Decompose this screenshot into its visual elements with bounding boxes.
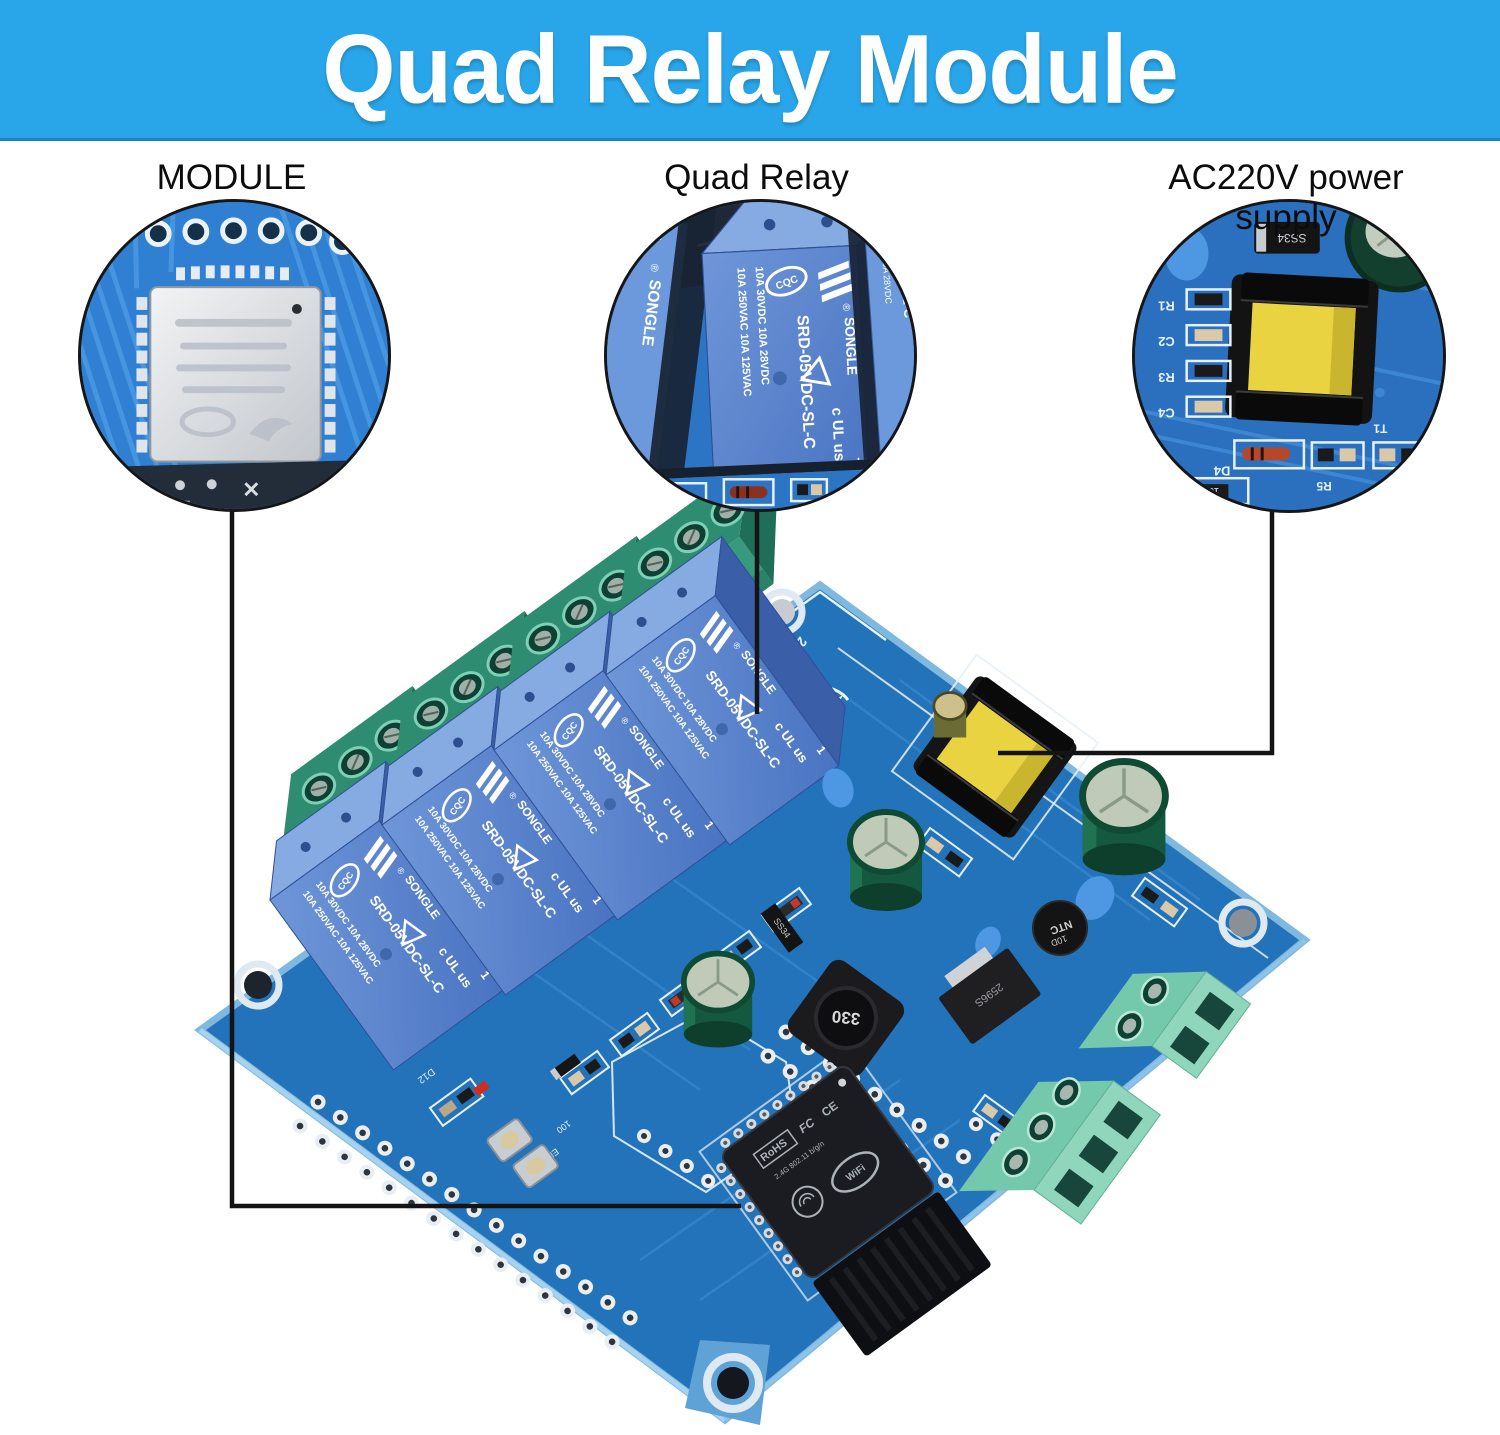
label-quad-relay: Quad Relay [664,158,849,197]
r3-label: R3 [1158,370,1175,385]
transformer [1225,272,1379,426]
cap-green-2 [1083,762,1166,876]
d4-label: D4 [1213,463,1230,478]
cap-green-1 [850,812,922,911]
pcb-board: 20250 [194,459,1311,1425]
inductor-value: 330 [831,1007,861,1029]
relay-gap-left [643,202,717,509]
r5-label: R5 [1316,479,1332,493]
cap-green-small [932,691,968,738]
module-zoom-view [81,202,388,509]
mounting-holes [233,588,1268,1425]
c4-label: C4 [1157,406,1174,421]
r1-label: R1 [1158,298,1175,313]
title-banner: Quad Relay Module [0,0,1500,141]
cap-green-3 [684,954,752,1048]
leader-line-module [229,506,741,1209]
inductor-330: 330 [787,959,905,1077]
esp32-module: RoHS FC CE 2.4G 802.11 b/g/n WiFi [716,1060,991,1356]
relay-gap-right [845,202,885,509]
leader-lines [229,504,1275,1209]
pad-row [176,265,289,281]
c2-label: C2 [1158,334,1175,349]
blue-disc-caps [822,768,1115,958]
page-title: Quad Relay Module [322,13,1178,124]
ss34-diode: SS34 [1254,221,1320,254]
leader-line-power [998,508,1275,756]
regulator-ic: 2596S [939,946,1041,1044]
ntc-thermistor: NTC 10D [1032,900,1088,956]
callout-circle-power: SS34 T1 R1 C2 R3 C4 [1132,199,1446,513]
engraved-marks [175,318,293,442]
callout-circle-relay: ® SONGLE 10A 30VDC 10A 28VDC SRD-05VDC-S… [603,199,917,512]
esp32-shield [149,286,322,463]
label-module: MODULE [156,158,307,197]
ss34-label: SS34 [1277,231,1307,245]
reg-mark: ® [647,263,660,272]
power-zoom-view: SS34 T1 R1 C2 R3 C4 [1135,202,1443,510]
tactile-buttons [486,1118,559,1189]
label-power-supply: AC220V power supply [1168,158,1404,237]
left-label-column: R1 C2 R3 C4 [1157,288,1232,421]
t1-label: T1 [1373,422,1387,436]
relay-zoom-view: ® SONGLE 10A 30VDC 10A 28VDC SRD-05VDC-S… [606,202,914,509]
esp32-pads [716,1060,838,1284]
shield-pad-columns [136,297,336,453]
callout-circle-module [78,199,391,512]
